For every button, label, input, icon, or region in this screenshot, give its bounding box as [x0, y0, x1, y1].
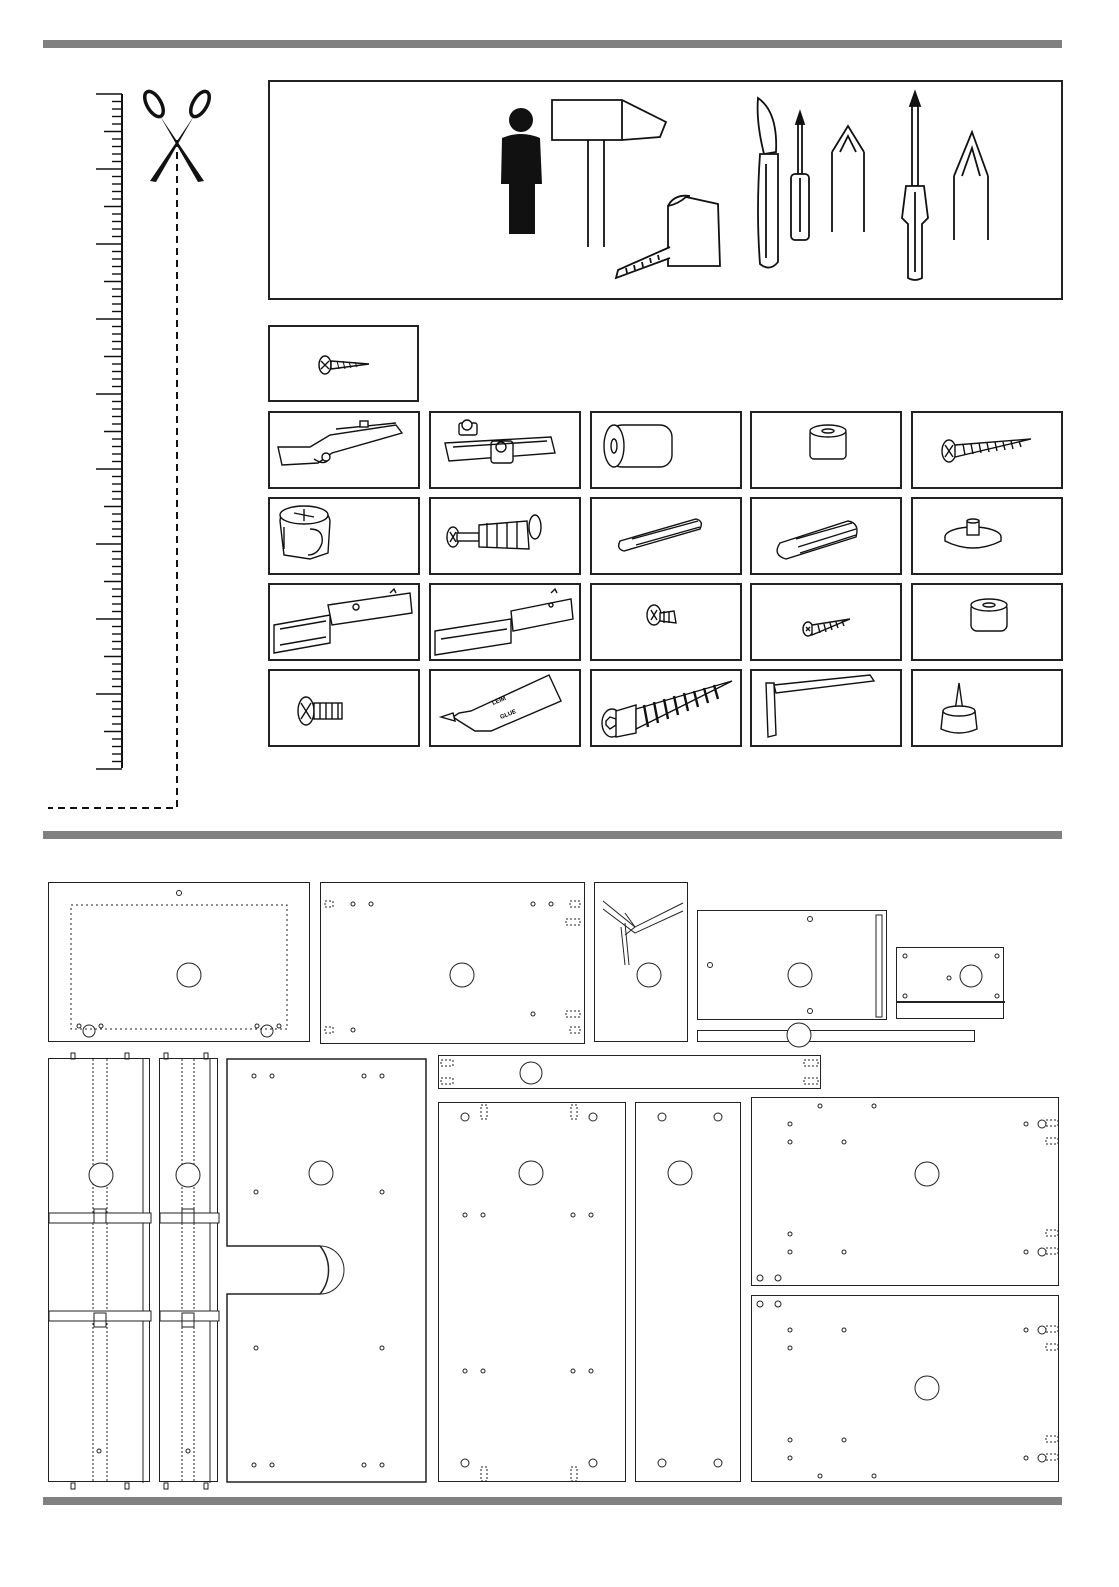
hardware-item-euro-screw [590, 583, 742, 661]
hardware-item-hinge [268, 411, 420, 489]
short-screw-icon [752, 585, 904, 663]
panel-shelf-upper [751, 1097, 1059, 1286]
hardware-item-small-screw [268, 325, 419, 402]
long-screw-icon [913, 413, 1065, 491]
panel-shelf-lower [751, 1295, 1059, 1482]
hinge-plate-icon [431, 413, 583, 491]
hardware-item-drawer-rail-left [268, 583, 420, 661]
hardware-item-nail-glide [911, 669, 1063, 747]
hardware-item-drawer-rail-right [429, 583, 581, 661]
rail-strip-marker [786, 1022, 812, 1048]
bottom-divider [43, 1497, 1062, 1505]
drawer-rail-right-icon [431, 585, 583, 663]
hinge-icon [270, 413, 422, 491]
hardware-item-long-screw [911, 411, 1063, 489]
ruler-cut-guide [40, 80, 220, 820]
tape-measure-icon [616, 196, 720, 278]
confirmat-screw-icon [592, 671, 744, 749]
euro-screw-icon [592, 585, 744, 663]
hardware-item-glide-foot [911, 497, 1063, 575]
cam-lock-icon [270, 499, 422, 577]
hardware-item-round-spacer [911, 583, 1063, 661]
hardware-item-cam-lock [268, 497, 420, 575]
middle-divider [43, 831, 1062, 839]
panel-top-shelf [48, 882, 310, 1042]
panel-door-narrow [635, 1102, 741, 1482]
hardware-item-allen-key [750, 669, 902, 747]
panel-plinth [438, 1055, 821, 1089]
panel-cutout [226, 1058, 428, 1484]
hardware-item-short-screw [750, 583, 902, 661]
hardware-item-wood-dowel-small [590, 497, 742, 575]
hardware-item-hinge-plate [429, 411, 581, 489]
drawer-rail-left-icon [270, 585, 422, 663]
small-screw-icon [319, 356, 369, 374]
connector-bolt-icon [431, 499, 583, 577]
panel-drawer-side [896, 947, 1004, 1019]
glide-foot-icon [913, 499, 1065, 577]
wood-dowel-small-icon [592, 499, 744, 577]
nail-glide-icon [913, 671, 1065, 749]
hardware-item-ring-spacer [750, 411, 902, 489]
round-spacer-icon [913, 585, 1065, 663]
panel-side-right [159, 1058, 218, 1482]
ruler-icon [40, 80, 220, 820]
top-divider [43, 40, 1062, 48]
person-icon [501, 108, 542, 234]
hardware-item-flat-head-bolt [268, 669, 420, 747]
hardware-item-confirmat-screw [590, 669, 742, 747]
long-screwdriver-icon [902, 92, 928, 280]
hardware-item-wood-dowel-large [750, 497, 902, 575]
panel-side-left [48, 1058, 150, 1482]
phillips-screwdriver-icon [791, 112, 809, 240]
tools-box [268, 80, 1063, 300]
scissors-icon [138, 86, 218, 186]
panel-corner-brace [594, 882, 688, 1042]
panel-rail-strip [697, 1030, 975, 1042]
flat-head-bolt-icon [270, 671, 422, 749]
cylinder-spacer-icon [592, 413, 744, 491]
ring-spacer-icon [752, 413, 904, 491]
hammer-icon [552, 100, 666, 247]
panel-back-upper [320, 882, 585, 1044]
wood-dowel-large-icon [752, 499, 904, 577]
allen-key-icon [752, 671, 904, 749]
knife-icon [758, 98, 778, 268]
panel-drawer-front [697, 910, 887, 1020]
panel-door-wide [438, 1102, 626, 1482]
hardware-item-connector-bolt [429, 497, 581, 575]
hardware-item-cylinder-spacer [590, 411, 742, 489]
